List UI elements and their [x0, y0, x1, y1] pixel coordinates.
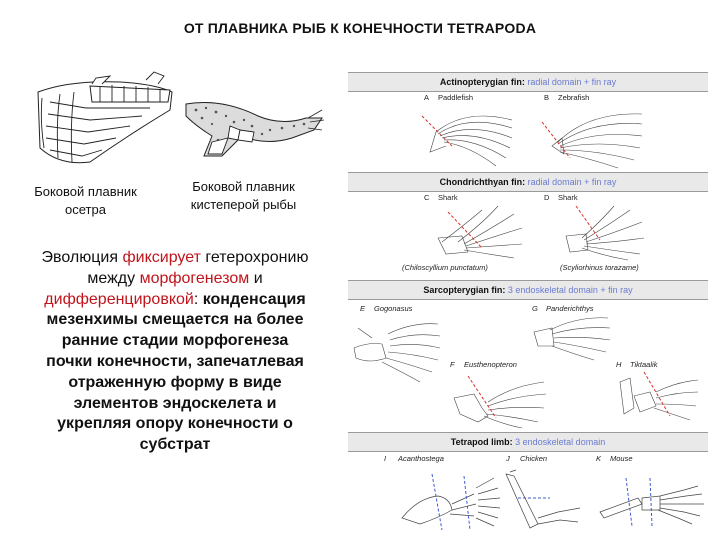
- subfig-letter: E: [360, 304, 366, 313]
- panel-j-label: J Chicken: [506, 454, 547, 463]
- subfig-name: Zebrafish: [558, 93, 590, 102]
- evolution-heterochrony-text: Эволюция фиксирует гетерохронию между мо…: [40, 248, 310, 456]
- lobefin-fish-fin-illustration: [185, 102, 325, 157]
- subfig-name: Eusthenopteron: [464, 360, 517, 369]
- chondrichthyan-header: Chondrichthyan fin: radial domain + fin …: [348, 172, 708, 192]
- subfig-letter: J: [506, 454, 510, 463]
- band-desc: radial domain + fin ray: [525, 177, 617, 187]
- panel-f-label: F Eusthenopteron: [450, 360, 517, 369]
- tiktaalik-fin-sketch: [619, 371, 699, 421]
- panel-c-label: C Shark: [424, 193, 458, 202]
- text-run-highlight: фиксирует: [122, 249, 201, 266]
- eusthenopteron-fin-sketch: [453, 375, 547, 429]
- sturgeon-fin-illustration: [37, 71, 173, 164]
- panel-h-label: H Tiktaalik: [616, 360, 657, 369]
- text-run: и: [249, 269, 263, 287]
- subfig-name: Shark: [558, 193, 578, 202]
- subfig-letter: H: [616, 360, 622, 369]
- subfig-letter: G: [532, 304, 538, 313]
- paddlefish-fin-sketch: [421, 115, 513, 167]
- text-run: Эволюция: [41, 249, 123, 266]
- subfig-letter: I: [384, 454, 387, 463]
- text-run: :: [193, 290, 203, 308]
- panel-i-label: I Acanthostega: [384, 454, 444, 463]
- zebrafish-fin-sketch: [541, 113, 643, 169]
- text-run-bold: конденсация мезенхимы смещается на более…: [46, 290, 306, 454]
- chiloscyllium-species-label: (Chiloscyllium punctatum): [402, 263, 488, 272]
- sturgeon-fin-caption: Боковой плавник осетра: [34, 184, 137, 217]
- subfig-letter: B: [544, 93, 550, 102]
- panel-d-label: D Shark: [544, 193, 578, 202]
- chicken-limb-sketch: [505, 469, 581, 529]
- subfig-name: Panderichthys: [546, 304, 594, 313]
- gogonasus-fin-sketch: [353, 323, 441, 383]
- shark-chiloscyllium-fin-sketch: [437, 205, 523, 259]
- fin-evolution-figure: Actinopterygian fin: radial domain + fin…: [348, 68, 708, 538]
- subfig-letter: K: [596, 454, 602, 463]
- panderichthys-fin-sketch: [533, 317, 611, 361]
- lobefin-fin-caption: Боковой плавник кистеперой рыбы: [190, 179, 297, 212]
- band-desc: 3 endoskeletal domain + fin ray: [505, 285, 633, 295]
- text-run: гетерохронию между: [87, 249, 309, 287]
- sarcopterygian-header: Sarcopterygian fin: 3 endoskeletal domai…: [348, 280, 708, 300]
- subfig-name: Acanthostega: [398, 454, 444, 463]
- subfig-name: Paddlefish: [438, 93, 474, 102]
- text-run-highlight: морфогенезом: [139, 269, 250, 287]
- acanthostega-limb-sketch: [401, 473, 501, 531]
- band-desc: 3 endoskeletal domain: [512, 437, 606, 447]
- band-title: Tetrapod limb:: [450, 437, 513, 447]
- panel-b-label: B Zebrafish: [544, 93, 589, 102]
- mouse-limb-sketch: [599, 477, 704, 527]
- band-title: Chondrichthyan fin:: [439, 177, 526, 187]
- text-run-highlight: дифференцировкой: [44, 290, 194, 308]
- subfig-name: Chicken: [520, 454, 548, 463]
- subfig-name: Mouse: [610, 454, 633, 463]
- subfig-name: Gogonasus: [374, 304, 413, 313]
- band-title: Sarcopterygian fin:: [423, 285, 506, 295]
- panel-g-label: G Panderichthys: [532, 304, 594, 313]
- subfig-letter: F: [450, 360, 455, 369]
- subfig-name: Tiktaalik: [630, 360, 658, 369]
- band-desc: radial domain + fin ray: [524, 77, 617, 87]
- panel-k-label: K Mouse: [596, 454, 633, 463]
- band-title: Actinopterygian fin:: [439, 77, 525, 87]
- subfig-letter: D: [544, 193, 550, 202]
- subfig-letter: C: [424, 193, 430, 202]
- scyliorhinus-species-label: (Scyliorhinus torazame): [560, 263, 639, 272]
- slide-title: ОТ ПЛАВНИКА РЫБ К КОНЕЧНОСТИ TETRAPODA: [183, 20, 537, 36]
- actinopterygian-header: Actinopterygian fin: radial domain + fin…: [348, 72, 708, 92]
- shark-scyliorhinus-fin-sketch: [565, 205, 645, 261]
- panel-e-label: E Gogonasus: [360, 304, 412, 313]
- subfig-name: Shark: [438, 193, 458, 202]
- tetrapod-header: Tetrapod limb: 3 endoskeletal domain: [348, 432, 708, 452]
- subfig-letter: A: [424, 93, 430, 102]
- panel-a-label: A Paddlefish: [424, 93, 473, 102]
